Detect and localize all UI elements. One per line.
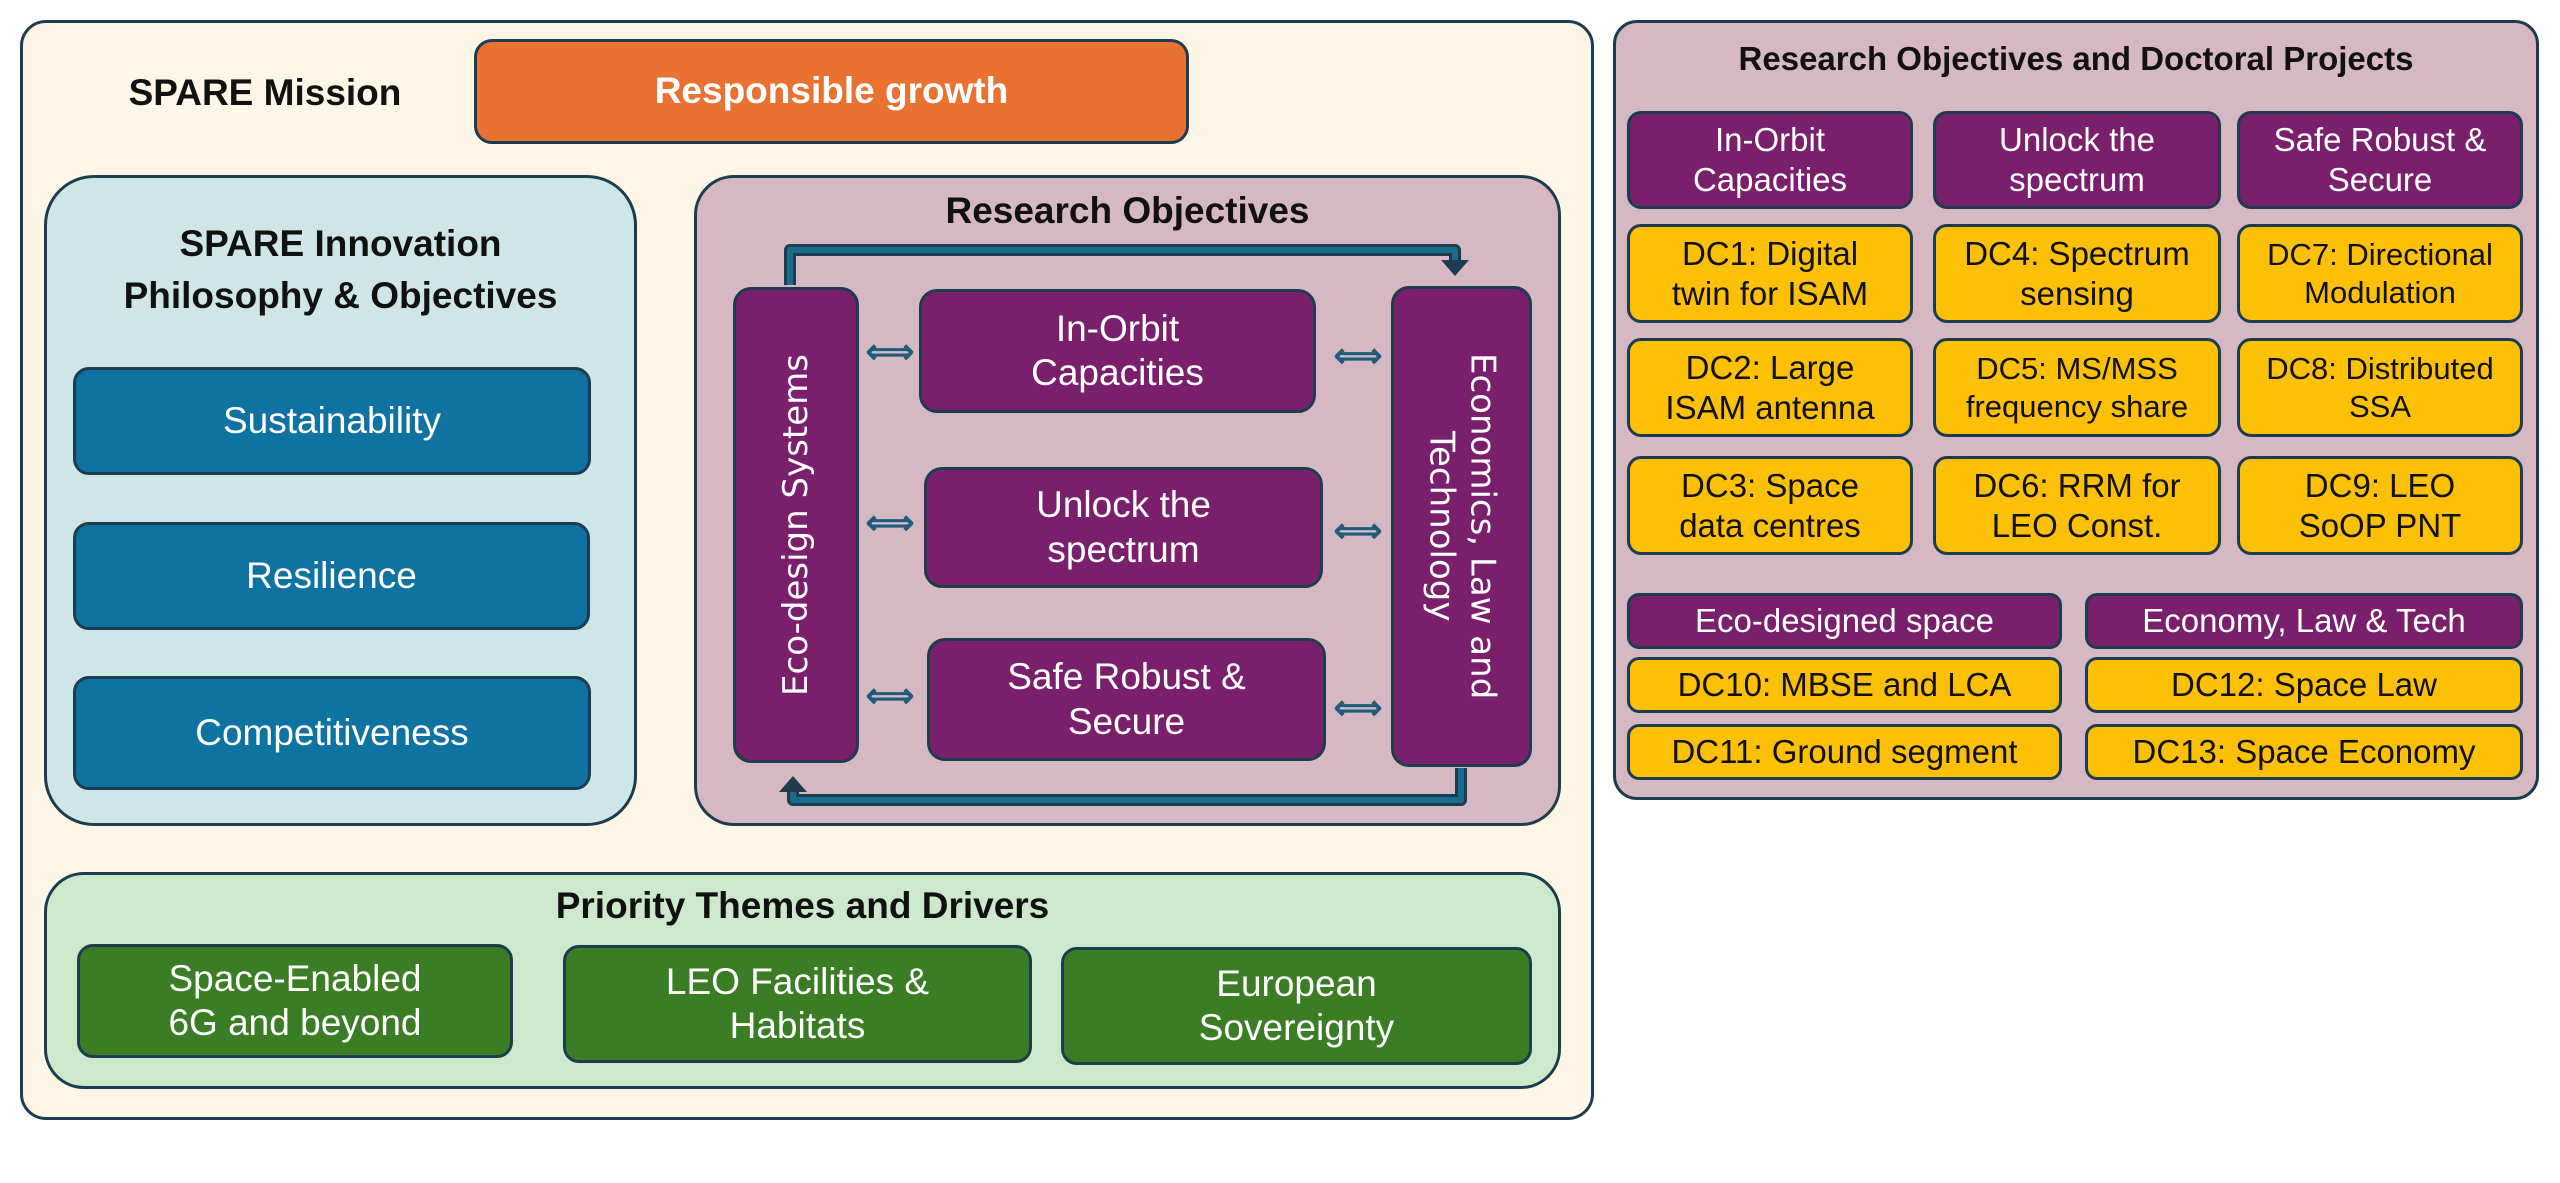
doctoral-project-dc5: DC5: MS/MSS frequency share [1933,338,2221,437]
project-label: DC13: Space Economy [2132,733,2476,771]
project-line1: DC3: Space [1681,466,1859,504]
priority-line1: European [1216,962,1377,1004]
doctoral-project-dc2: DC2: Large ISAM antenna [1627,338,1913,437]
doctoral-project-dc8: DC8: Distributed SSA [2237,338,2523,437]
objective-unlock-spectrum: Unlock the spectrum [924,467,1323,588]
objective-in-orbit-capacities: In-Orbit Capacities [919,289,1316,413]
priority-line2: Habitats [729,1005,866,1046]
objective-safe-robust-secure: Safe Robust & Secure [927,638,1326,761]
priority-themes-title: Priority Themes and Drivers [555,885,1050,926]
innovation-item-label: Competitiveness [195,711,469,753]
objective-line2: spectrum [1047,528,1200,570]
double-arrow-icon: ⟺ [1333,512,1383,550]
mission-label: SPARE Mission [128,72,402,113]
innovation-title-line1: SPARE Innovation [179,223,502,264]
doctoral-project-dc9: DC9: LEO SoOP PNT [2237,456,2523,555]
mission-goal-box: Responsible growth [474,39,1189,144]
project-line1: DC6: RRM for [1973,466,2181,504]
innovation-item-label: Resilience [246,554,417,596]
priority-line2: Sovereignty [1198,1007,1395,1048]
header-label: Economy, Law & Tech [2142,602,2466,640]
doctoral-project-dc10: DC10: MBSE and LCA [1627,657,2062,713]
economics-law-technology-bar: Economics, Law and Technology [1391,286,1532,767]
innovation-item-label: Sustainability [222,399,441,441]
doctoral-project-dc1: DC1: Digital twin for ISAM [1627,224,1913,323]
doctoral-project-dc7: DC7: Directional Modulation [2237,224,2523,323]
innovation-item-competitiveness: Competitiveness [73,676,591,790]
economics-label-line2: Technology [1421,431,1462,622]
header-label: Eco-designed space [1694,602,1995,640]
objective-line1: In-Orbit [1055,307,1180,349]
project-line2: Modulation [2304,274,2456,310]
eco-design-systems-label: Eco-design Systems [775,354,816,696]
project-line2: LEO Const. [1991,506,2163,544]
project-line2: sensing [2020,274,2134,312]
header-line2: spectrum [2009,161,2145,198]
header-line2: Secure [2327,161,2433,198]
doctoral-project-dc11: DC11: Ground segment [1627,724,2062,780]
doctoral-header-eco-designed-space: Eco-designed space [1627,593,2062,649]
objective-line1: Safe Robust & [1007,656,1246,698]
project-line2: data centres [1679,506,1861,544]
project-line1: DC2: Large [1685,348,1855,386]
doctoral-header-safe-robust-secure: Safe Robust & Secure [2237,111,2523,209]
project-label: DC12: Space Law [2171,666,2437,704]
doctoral-project-dc12: DC12: Space Law [2085,657,2523,713]
objective-line2: Capacities [1031,352,1204,393]
double-arrow-icon: ⟺ [1333,689,1383,727]
doctoral-projects-title: Research Objectives and Doctoral Project… [1738,40,2414,77]
project-label: DC10: MBSE and LCA [1677,666,2012,704]
objective-line2: Secure [1067,700,1186,742]
bottom-loop-arrow [787,768,1467,806]
innovation-title: SPARE Innovation Philosophy & Objectives [44,218,637,322]
top-loop-arrow-inner [787,247,1458,285]
project-line2: twin for ISAM [1671,274,1869,312]
project-line2: SoOP PNT [2298,506,2462,544]
top-loop-arrow [784,244,1461,285]
double-arrow-icon: ⟺ [865,504,915,542]
project-label: DC11: Ground segment [1671,733,2018,771]
bottom-loop-arrowhead [779,776,807,792]
project-line1: DC5: MS/MSS [1976,351,2178,387]
doctoral-header-economy-law-tech: Economy, Law & Tech [2085,593,2523,649]
eco-design-systems-bar: Eco-design Systems [733,287,859,763]
doctoral-project-dc3: DC3: Space data centres [1627,456,1913,555]
project-line2: frequency share [1965,388,2189,424]
header-line2: Capacities [1692,161,1848,198]
mission-goal-text: Responsible growth [654,70,1009,112]
objective-line1: Unlock the [1036,484,1211,526]
doctoral-project-dc13: DC13: Space Economy [2085,724,2523,780]
header-line1: In-Orbit [1714,121,1826,159]
top-loop-arrowhead [1441,260,1469,276]
double-arrow-icon: ⟺ [865,677,915,715]
innovation-item-sustainability: Sustainability [73,367,591,475]
project-line2: SSA [2348,388,2412,424]
research-objectives-title: Research Objectives [945,190,1310,231]
innovation-item-resilience: Resilience [73,522,590,630]
bottom-loop-arrow-inner [790,768,1464,803]
innovation-title-line2: Philosophy & Objectives [123,274,558,316]
project-line1: DC7: Directional [2267,237,2493,273]
project-line1: DC4: Spectrum [1964,234,2190,272]
doctoral-header-in-orbit: In-Orbit Capacities [1627,111,1913,209]
economics-label-line1: Economics, Law and [1462,353,1503,700]
priority-line1: Space-Enabled [168,957,422,999]
project-line2: ISAM antenna [1665,388,1875,426]
priority-item-leo-facilities: LEO Facilities & Habitats [563,945,1032,1063]
priority-item-european-sovereignty: European Sovereignty [1061,947,1532,1065]
double-arrow-icon: ⟺ [1333,337,1383,375]
doctoral-header-unlock-spectrum: Unlock the spectrum [1933,111,2221,209]
priority-line2: 6G and beyond [168,1002,422,1043]
economics-law-technology-label: Economics, Law and Technology [1421,353,1503,699]
priority-line1: LEO Facilities & [665,960,930,1002]
project-line1: DC9: LEO [2304,466,2456,504]
header-line1: Safe Robust & [2273,121,2487,159]
double-arrow-icon: ⟺ [865,333,915,371]
header-line1: Unlock the [1999,121,2155,159]
project-line1: DC1: Digital [1681,234,1859,272]
doctoral-project-dc4: DC4: Spectrum sensing [1933,224,2221,323]
project-line1: DC8: Distributed [2266,351,2494,387]
priority-item-6g: Space-Enabled 6G and beyond [77,944,513,1058]
doctoral-project-dc6: DC6: RRM for LEO Const. [1933,456,2221,555]
